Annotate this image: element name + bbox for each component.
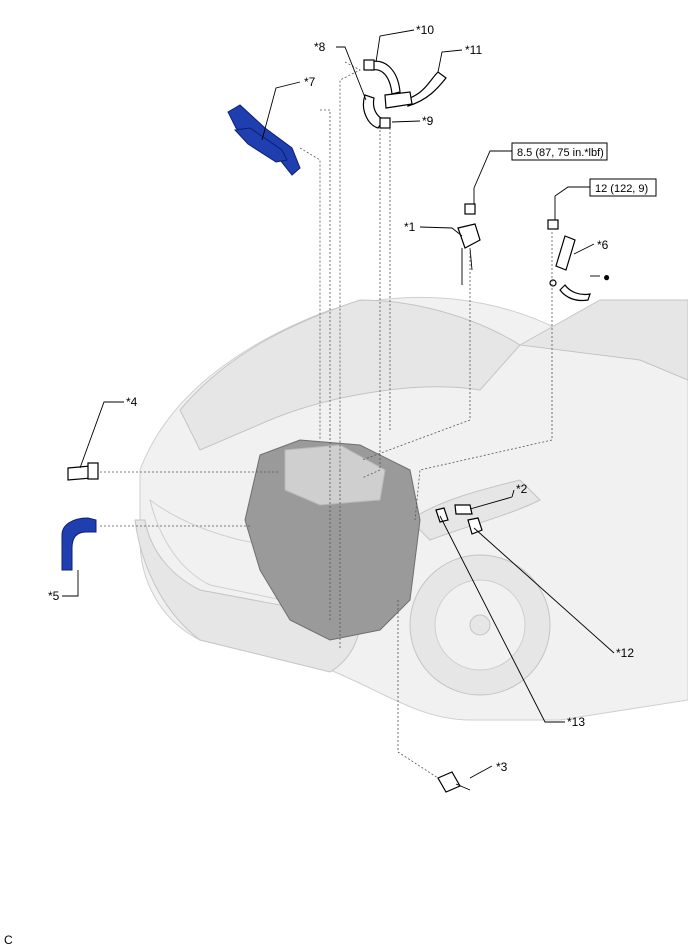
part-13-clip (435, 507, 449, 523)
vehicle-illustration (134, 296, 688, 721)
callout-2: *2 (516, 482, 528, 496)
part-1-sensor (457, 203, 481, 285)
callout-8: *8 (314, 40, 326, 54)
vehicle-headlamp (409, 479, 541, 541)
callout-6: *6 (597, 238, 609, 252)
part-11-hose (384, 71, 447, 109)
callout-12: *12 (616, 646, 634, 660)
torque-value-6: 12 (122, 9) (595, 183, 648, 195)
part-3-hose (437, 771, 471, 793)
torque-value-1: 8.5 (87, 75 in.*lbf) (517, 147, 604, 159)
callout-labels: *1 *2 *3 *4 *5 *6 *7 *8 *9 *10 *11 *12 *… (4, 23, 634, 947)
part-6-sensor (547, 219, 591, 302)
callout-13: *13 (567, 715, 585, 729)
callout-7: *7 (304, 75, 316, 89)
part-10-hose (363, 59, 401, 95)
callout-9: *9 (422, 114, 434, 128)
torque-box-6: 12 (122, 9) (554, 178, 657, 197)
torque-box-1: 8.5 (87, 75 in.*lbf) (473, 142, 608, 189)
non-reusable-symbol: ● (603, 270, 610, 284)
callout-4: *4 (126, 395, 138, 409)
callout-1: *1 (404, 220, 416, 234)
part-12-clip (467, 517, 483, 535)
callout-11: *11 (465, 43, 482, 57)
vehicle-bumper (134, 519, 361, 673)
callout-3: *3 (496, 760, 508, 774)
leader-lines (62, 29, 615, 779)
vehicle-windshield (518, 299, 688, 381)
part-7-pipe (227, 104, 301, 176)
part-9-clamp (379, 117, 391, 129)
vehicle-hood (179, 299, 521, 451)
callout-5: *5 (48, 589, 60, 603)
callout-10: *10 (416, 23, 434, 37)
footer-code: C (4, 933, 13, 947)
vehicle-front-hub (469, 614, 491, 636)
part-4-hose (67, 462, 99, 481)
part-2-sensor (454, 496, 513, 515)
part-5-hose (61, 517, 97, 571)
